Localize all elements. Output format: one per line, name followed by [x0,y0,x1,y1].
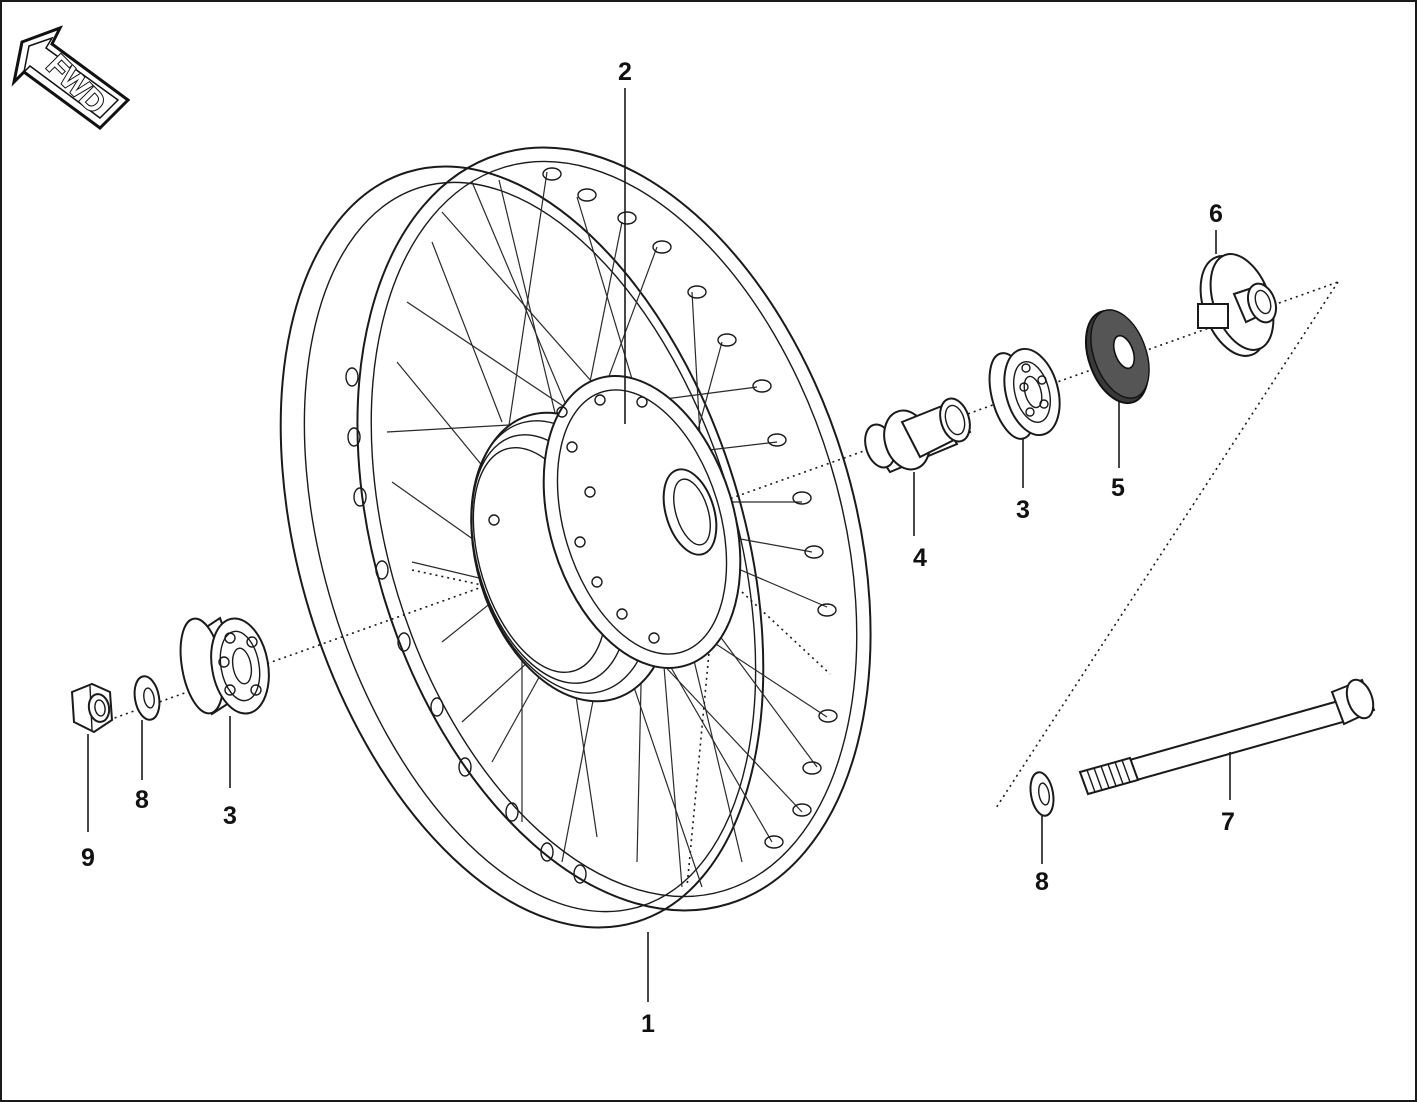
callout-labels: 1 2 3 3 4 5 6 7 8 8 9 [81,58,1235,1038]
fwd-arrow-icon [11,25,131,130]
callout-5: 5 [1111,474,1125,502]
collar-part [1197,253,1278,357]
leader-lines [87,88,1231,1002]
callout-8-left: 8 [135,786,149,814]
hub-drum [470,375,742,703]
rim-spoke-holes [345,167,838,884]
callout-8-right: 8 [1035,868,1049,896]
callout-7: 7 [1221,808,1235,836]
callout-2: 2 [618,58,632,86]
callout-6: 6 [1209,200,1223,228]
washer-left-part [133,675,161,721]
spacer-part [864,397,972,474]
nut-part [70,682,114,734]
bearing-left-part [179,616,270,716]
fwd-badge: FWD [11,25,131,130]
bearing-right-part [988,347,1061,440]
callout-3-right: 3 [1016,496,1030,524]
axle-part [1078,678,1376,796]
callout-3-left: 3 [223,802,237,830]
callout-9: 9 [81,844,95,872]
washer-right-part [1029,771,1055,817]
callout-4: 4 [913,544,927,572]
seal-part [1084,309,1150,405]
callout-1: 1 [641,1010,655,1038]
wheel-assembly [279,146,872,929]
